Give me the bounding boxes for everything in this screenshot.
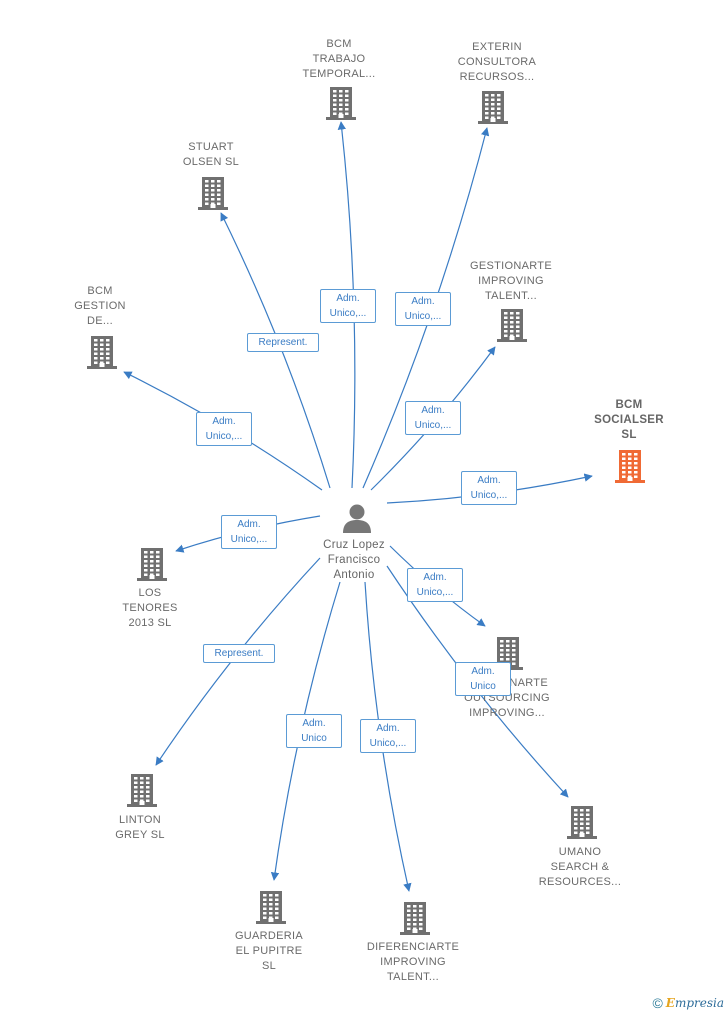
company-node-bcm-gestion[interactable] bbox=[85, 334, 119, 375]
company-node-bcm-trabajo[interactable] bbox=[324, 85, 358, 126]
company-node-diferenciarte[interactable] bbox=[398, 900, 432, 941]
company-label-guarderia[interactable]: GUARDERIA EL PUPITRE SL bbox=[234, 930, 304, 972]
relation-label-umano[interactable]: Adm. Unico bbox=[455, 662, 511, 696]
brand-logo: Empresia bbox=[665, 996, 724, 1010]
relation-label-exterin[interactable]: Adm. Unico,... bbox=[395, 292, 451, 326]
company-label-linton-grey[interactable]: LINTON GREY SL bbox=[115, 814, 165, 841]
company-label-bcm-socialser[interactable]: BCM SOCIALSER SL bbox=[594, 399, 664, 441]
company-label-diferenciarte[interactable]: DIFERENCIARTE IMPROVING TALENT... bbox=[366, 941, 460, 983]
relation-label-los-tenores[interactable]: Adm. Unico,... bbox=[221, 515, 277, 549]
person-icon bbox=[343, 504, 371, 533]
company-label-bcm-gestion[interactable]: BCM GESTION DE... bbox=[74, 285, 126, 327]
company-node-guarderia[interactable] bbox=[254, 889, 288, 930]
footer-brand: © Empresia bbox=[652, 995, 724, 1011]
building-icon bbox=[615, 450, 645, 483]
relation-label-gestionarte-outsourcing[interactable]: Adm. Unico,... bbox=[407, 568, 463, 602]
building-icon bbox=[326, 87, 356, 120]
company-label-gestionarte-improving[interactable]: GESTIONARTE IMPROVING TALENT... bbox=[470, 260, 552, 302]
building-icon bbox=[198, 177, 228, 210]
relation-label-bcm-gestion[interactable]: Adm. Unico,... bbox=[196, 412, 252, 446]
center-person-name: Cruz Lopez Francisco Antonio bbox=[323, 539, 385, 581]
relation-label-gestionarte-improving[interactable]: Adm. Unico,... bbox=[405, 401, 461, 435]
building-icon bbox=[137, 548, 167, 581]
company-node-umano[interactable] bbox=[565, 804, 599, 845]
building-icon bbox=[478, 91, 508, 124]
building-icon bbox=[497, 309, 527, 342]
company-node-exterin[interactable] bbox=[476, 89, 510, 130]
building-icon bbox=[400, 902, 430, 935]
building-icon bbox=[256, 891, 286, 924]
company-label-exterin[interactable]: EXTERIN CONSULTORA RECURSOS... bbox=[457, 41, 537, 83]
company-node-bcm-socialser[interactable] bbox=[613, 448, 647, 489]
relation-label-linton-grey[interactable]: Represent. bbox=[203, 644, 275, 663]
building-icon bbox=[567, 806, 597, 839]
center-person[interactable] bbox=[340, 502, 374, 534]
relation-label-bcm-trabajo[interactable]: Adm. Unico,... bbox=[320, 289, 376, 323]
copyright-symbol: © bbox=[652, 995, 663, 1011]
relation-label-guarderia[interactable]: Adm. Unico bbox=[286, 714, 342, 748]
company-node-los-tenores[interactable] bbox=[135, 546, 169, 587]
company-node-linton-grey[interactable] bbox=[125, 772, 159, 813]
relation-label-stuart-olsen[interactable]: Represent. bbox=[247, 333, 319, 352]
relation-label-diferenciarte[interactable]: Adm. Unico,... bbox=[360, 719, 416, 753]
company-node-stuart-olsen[interactable] bbox=[196, 175, 230, 216]
building-icon bbox=[127, 774, 157, 807]
company-node-gestionarte-improving[interactable] bbox=[495, 307, 529, 348]
company-label-umano[interactable]: UMANO SEARCH & RESOURCES... bbox=[538, 846, 622, 888]
company-label-los-tenores[interactable]: LOS TENORES 2013 SL bbox=[122, 587, 178, 629]
company-label-bcm-trabajo[interactable]: BCM TRABAJO TEMPORAL... bbox=[302, 38, 376, 80]
relation-label-bcm-socialser[interactable]: Adm. Unico,... bbox=[461, 471, 517, 505]
building-icon bbox=[87, 336, 117, 369]
company-label-stuart-olsen[interactable]: STUART OLSEN SL bbox=[182, 141, 240, 168]
